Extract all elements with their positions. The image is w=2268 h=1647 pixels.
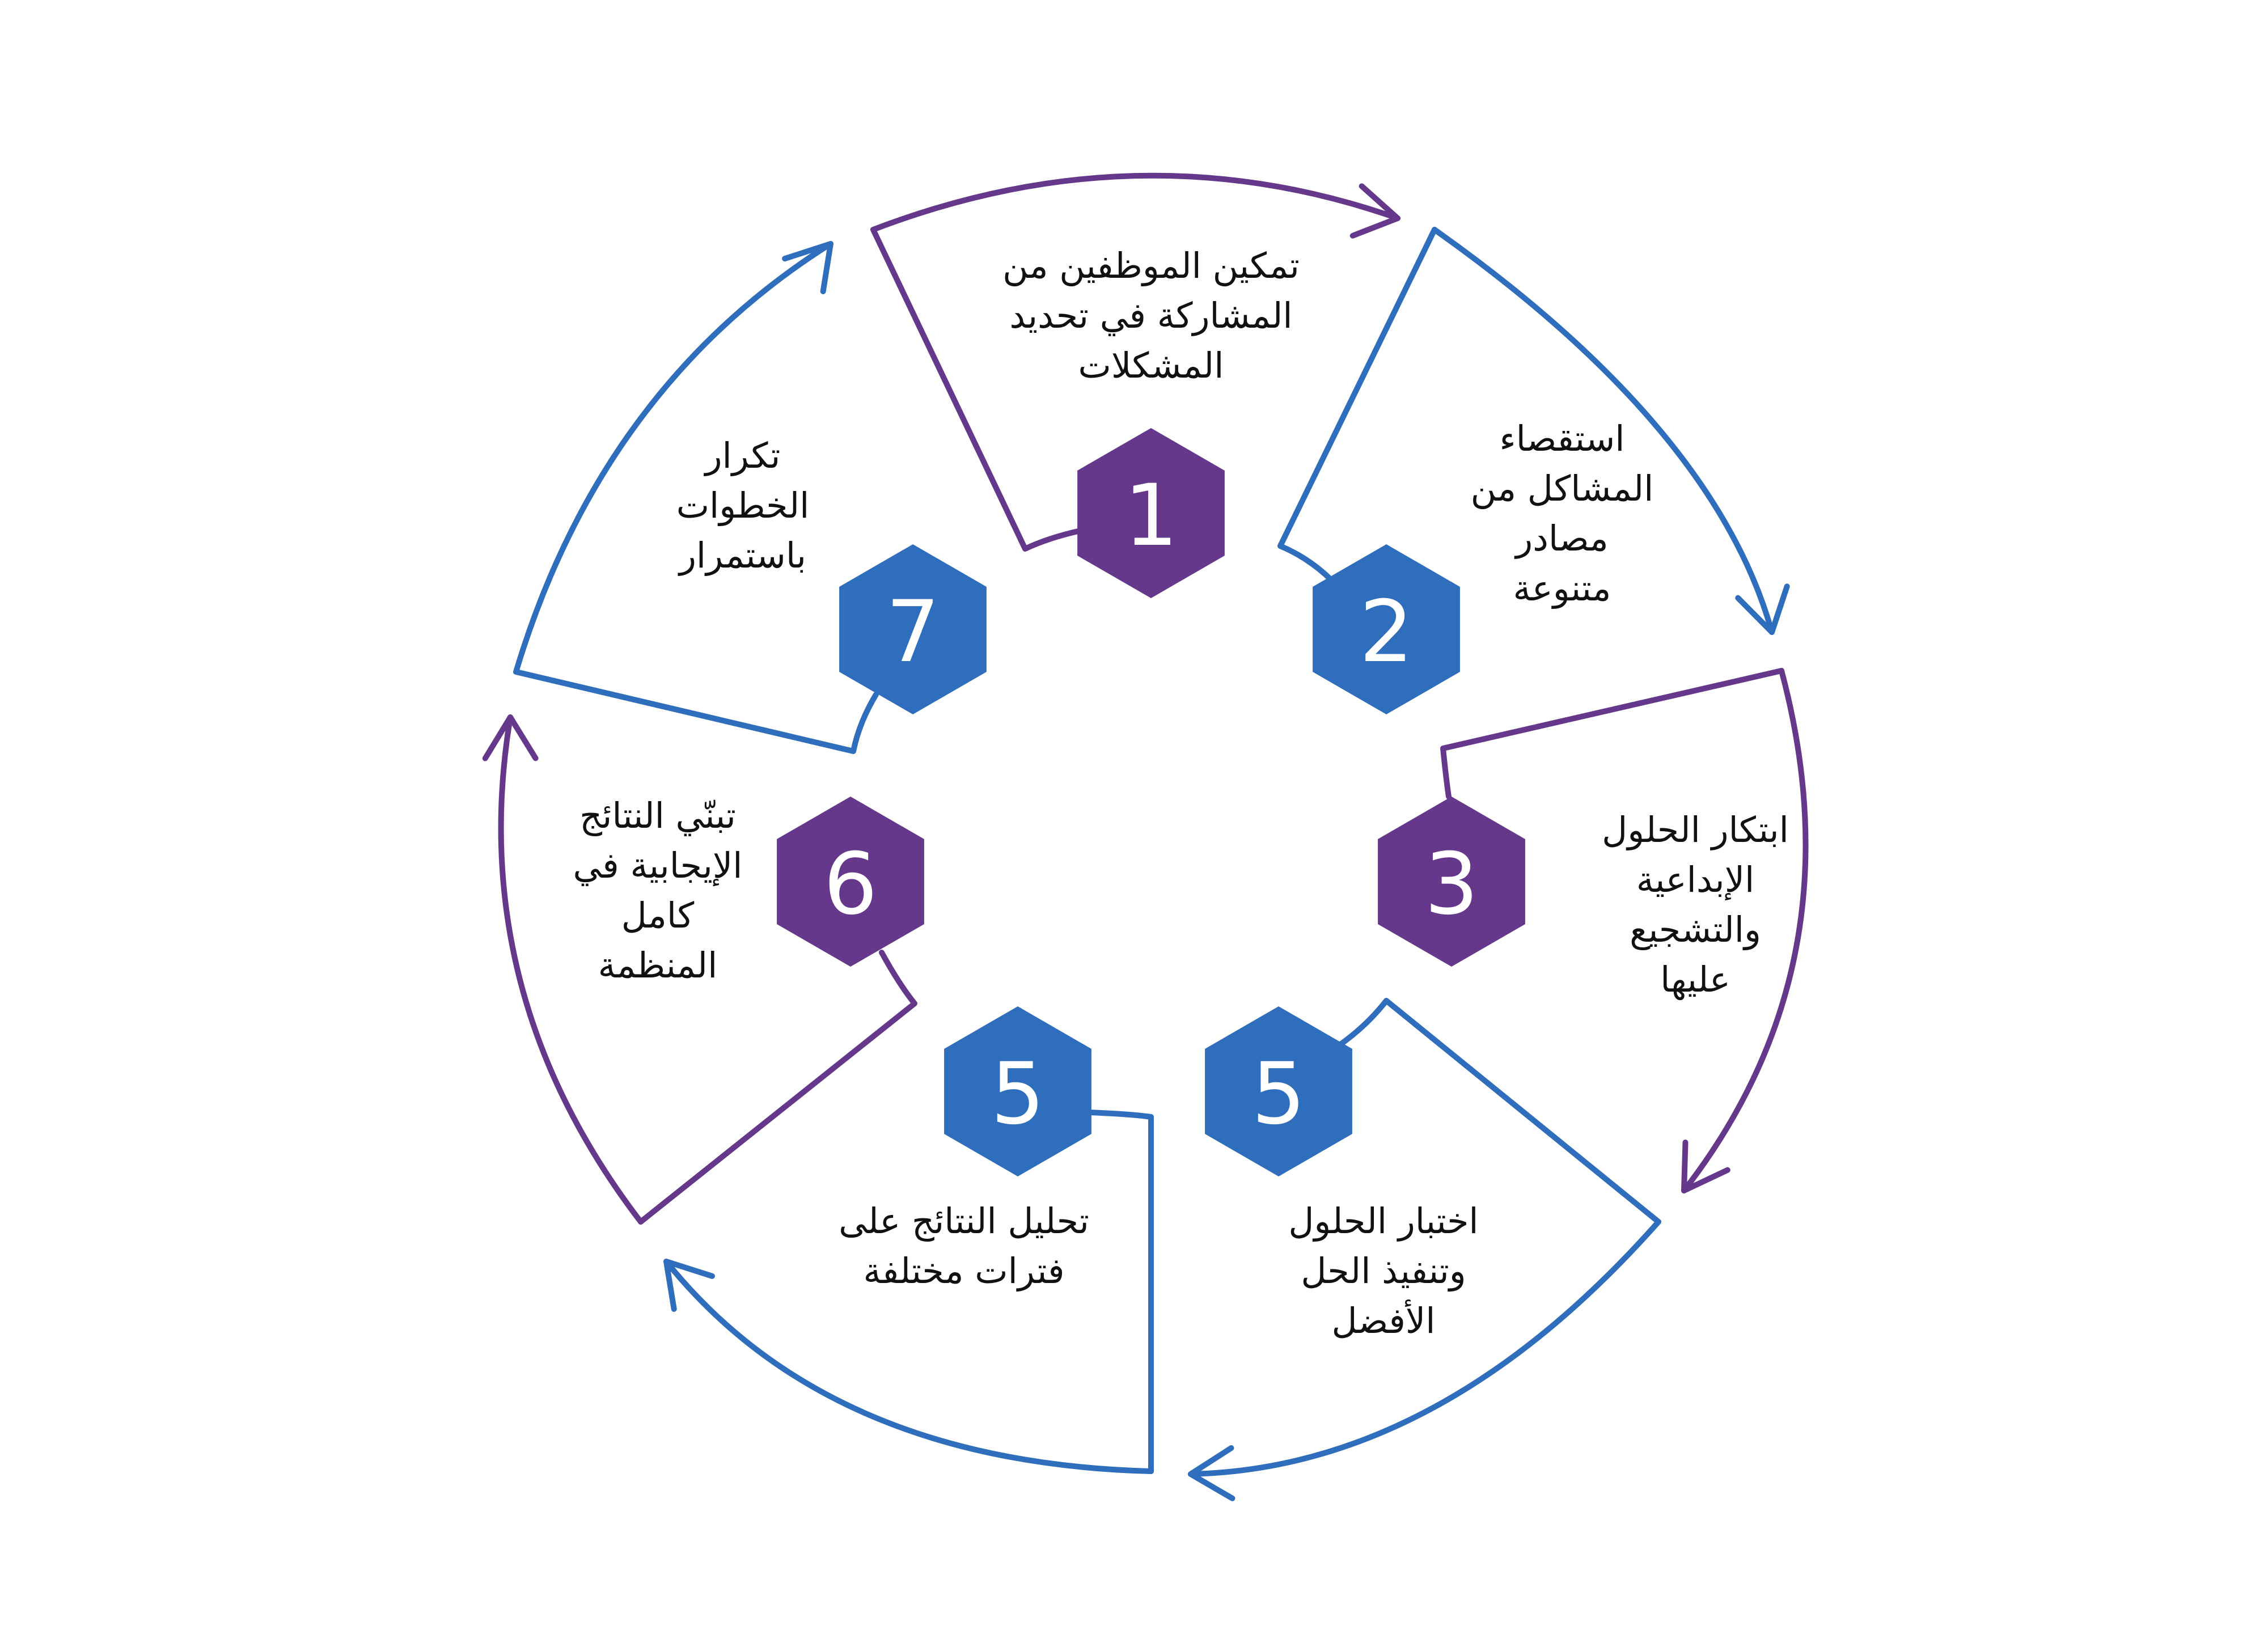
step-number-6: 6 <box>823 835 877 934</box>
segment-outline-1 <box>870 227 1086 552</box>
cycle-arrow-3 <box>1681 668 1809 1193</box>
cycle-arrow-2 <box>1432 227 1775 635</box>
step-number-1: 1 <box>1124 467 1178 565</box>
arrowhead-4 <box>1188 1445 1235 1501</box>
step-hexagon-7 <box>839 544 987 714</box>
segment-outline-3 <box>1440 668 1784 799</box>
step-number-3: 3 <box>1424 835 1478 934</box>
step-hexagon-1 <box>1077 428 1225 598</box>
step-text-7: تكرار الخطوات باستمرار <box>676 435 810 576</box>
cycle-arrow-5 <box>663 1259 1154 1474</box>
segment-outline-2 <box>1277 227 1437 584</box>
step-hexagon-5 <box>944 1006 1091 1176</box>
step-hexagon-3 <box>1378 797 1525 967</box>
arrowhead-3 <box>1681 1140 1730 1193</box>
step-hexagon-2 <box>1313 544 1460 714</box>
step-number-4: 5 <box>1251 1045 1305 1144</box>
cycle-arrow-4 <box>1188 1219 1661 1477</box>
segment-outline-6 <box>638 950 917 1225</box>
step-text-5: تحليل النتائج على فترات مختلفة <box>839 1200 1089 1292</box>
segment-outline-4 <box>1335 998 1661 1225</box>
step-number-2: 2 <box>1359 583 1413 681</box>
arrowhead-5 <box>663 1259 715 1312</box>
step-text-1: تمكين الموظفين من المشاركة في تحديد المش… <box>1002 245 1300 386</box>
segment-outline-7 <box>513 669 879 754</box>
step-text-2: استقصاء المشاكل من مصادر متنوعة <box>1470 418 1654 609</box>
cycle-arrow-7 <box>513 241 833 675</box>
step-text-4: اختبار الحلول وتنفيذ الحل الأفضل <box>1288 1200 1479 1341</box>
cycle-arrow-1 <box>870 172 1400 232</box>
cycle-arrow-6 <box>498 714 644 1225</box>
step-text-3: ابتكار الحلول الإبداعية والتشجيع عليها <box>1602 809 1789 1000</box>
arrowhead-1 <box>1349 183 1400 239</box>
arrowhead-2 <box>1735 583 1790 635</box>
arrowhead-7 <box>782 241 833 294</box>
segment-outline-5 <box>1086 1110 1154 1474</box>
step-number-7: 7 <box>886 583 940 681</box>
step-number-5: 5 <box>991 1045 1044 1144</box>
step-hexagon-6 <box>777 797 924 967</box>
step-text-6: تبنّي النتائج الإيجابية في كامل المنظمة <box>573 795 743 986</box>
step-hexagon-4 <box>1205 1006 1352 1176</box>
arrowhead-6 <box>482 714 539 761</box>
